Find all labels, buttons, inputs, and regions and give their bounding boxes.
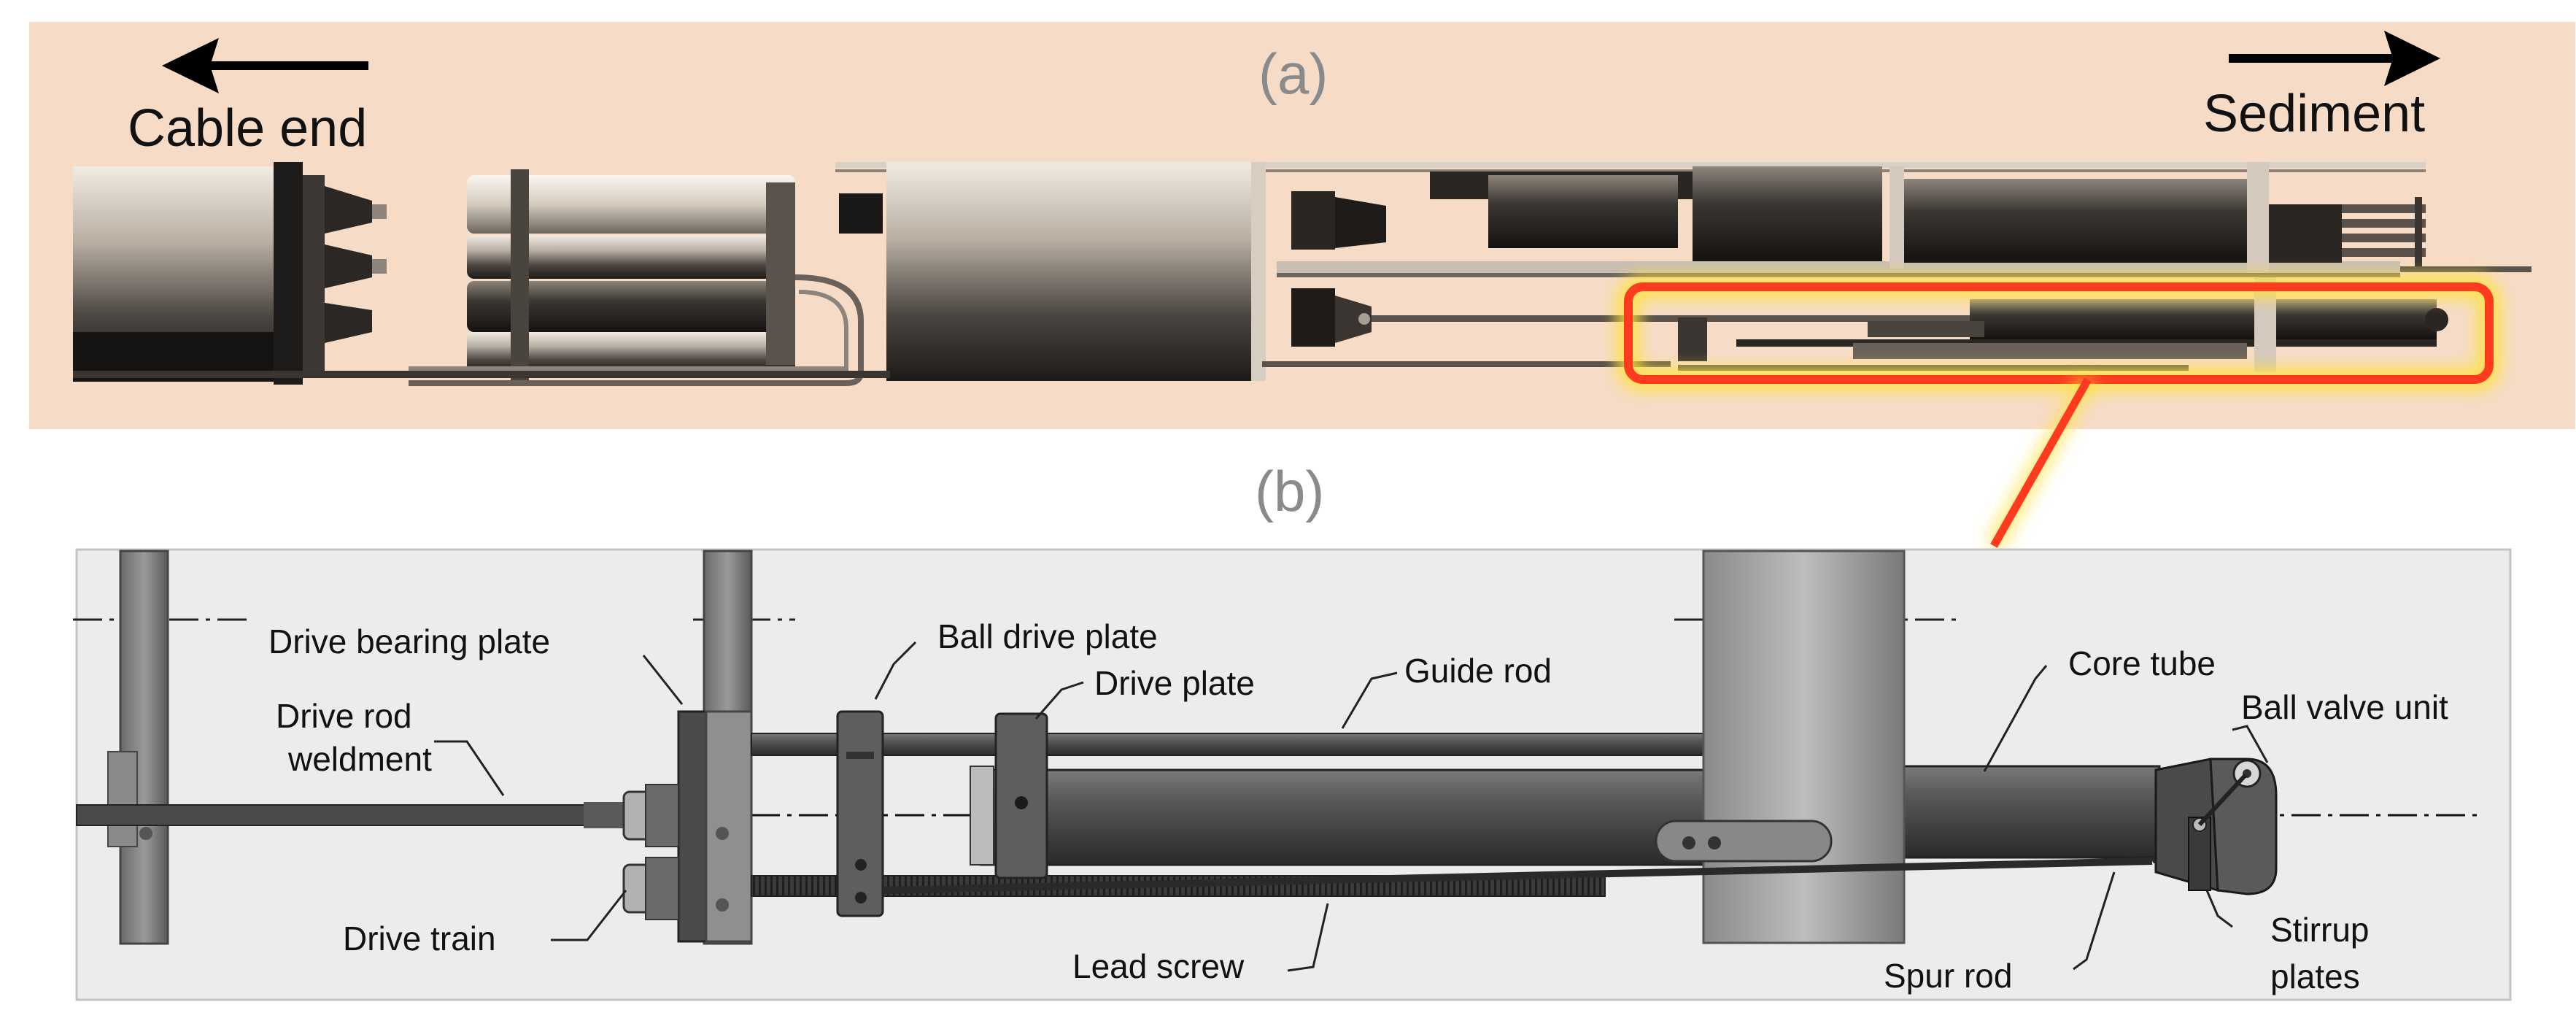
label-spur-rod: Spur rod <box>1884 957 2012 995</box>
leader-lines <box>434 641 2269 972</box>
label-lead-screw: Lead screw <box>1072 947 1245 985</box>
label-stirrup-line1: Stirrup <box>2270 911 2369 949</box>
corer-assembly-drawing <box>73 162 2531 386</box>
label-drive-train: Drive train <box>343 920 496 957</box>
highlight-box <box>1616 274 2502 392</box>
arrow-left-icon <box>162 38 368 93</box>
label-core-tube: Core tube <box>2068 644 2216 682</box>
panel-b <box>73 548 2512 1001</box>
label-drive-rod-line2: weldment <box>287 740 432 778</box>
label-stirrup-line2: plates <box>2270 957 2360 995</box>
zoom-connector-line <box>1984 374 2097 551</box>
panel-b-labels: Drive bearing plate Drive rod weldment D… <box>268 617 2448 995</box>
label-drive-bearing-plate: Drive bearing plate <box>268 623 550 660</box>
panel-b-letter: (b) <box>1255 459 1324 523</box>
label-ball-valve-unit: Ball valve unit <box>2241 688 2448 726</box>
panel-a: Cable end Sediment (a) <box>29 22 2575 429</box>
sediment-label: Sediment <box>2203 85 2425 143</box>
panel-a-letter: (a) <box>1258 42 1328 106</box>
arrow-right-icon <box>2229 31 2440 86</box>
label-drive-plate: Drive plate <box>1094 664 1255 702</box>
label-drive-rod-line1: Drive rod <box>276 697 412 735</box>
label-guide-rod: Guide rod <box>1404 652 1552 690</box>
label-ball-drive-plate: Ball drive plate <box>937 617 1158 655</box>
cable-end-label: Cable end <box>128 99 367 158</box>
